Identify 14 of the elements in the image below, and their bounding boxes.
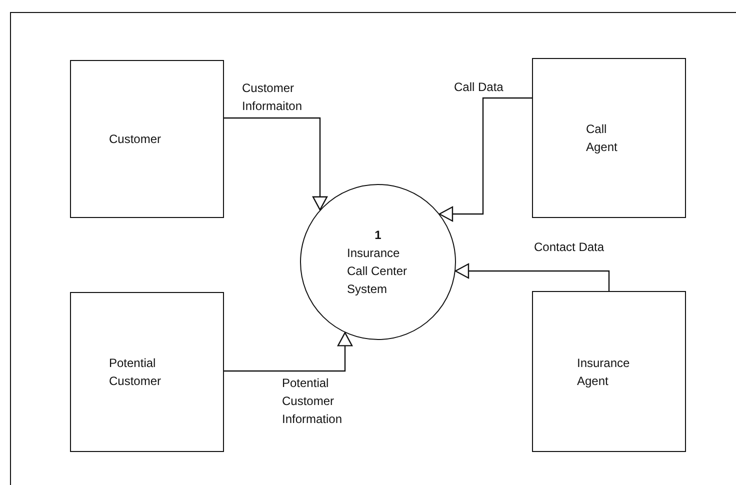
process-number: 1: [374, 227, 382, 244]
entity-box: [70, 292, 224, 452]
entity-label: Potential Customer: [109, 355, 162, 390]
entity-label: Call Agent: [586, 121, 618, 156]
arrow: [224, 117, 328, 210]
entity-box: [532, 291, 686, 452]
entity-label: Insurance Agent: [577, 354, 631, 390]
arrow: [224, 332, 353, 372]
entity-label: Customer: [109, 131, 162, 148]
arrow: [438, 97, 532, 222]
arrow: [454, 263, 610, 291]
entity-box: [70, 60, 224, 218]
process-label: Insurance Call Center System: [347, 245, 408, 298]
entity-box: [532, 58, 686, 218]
